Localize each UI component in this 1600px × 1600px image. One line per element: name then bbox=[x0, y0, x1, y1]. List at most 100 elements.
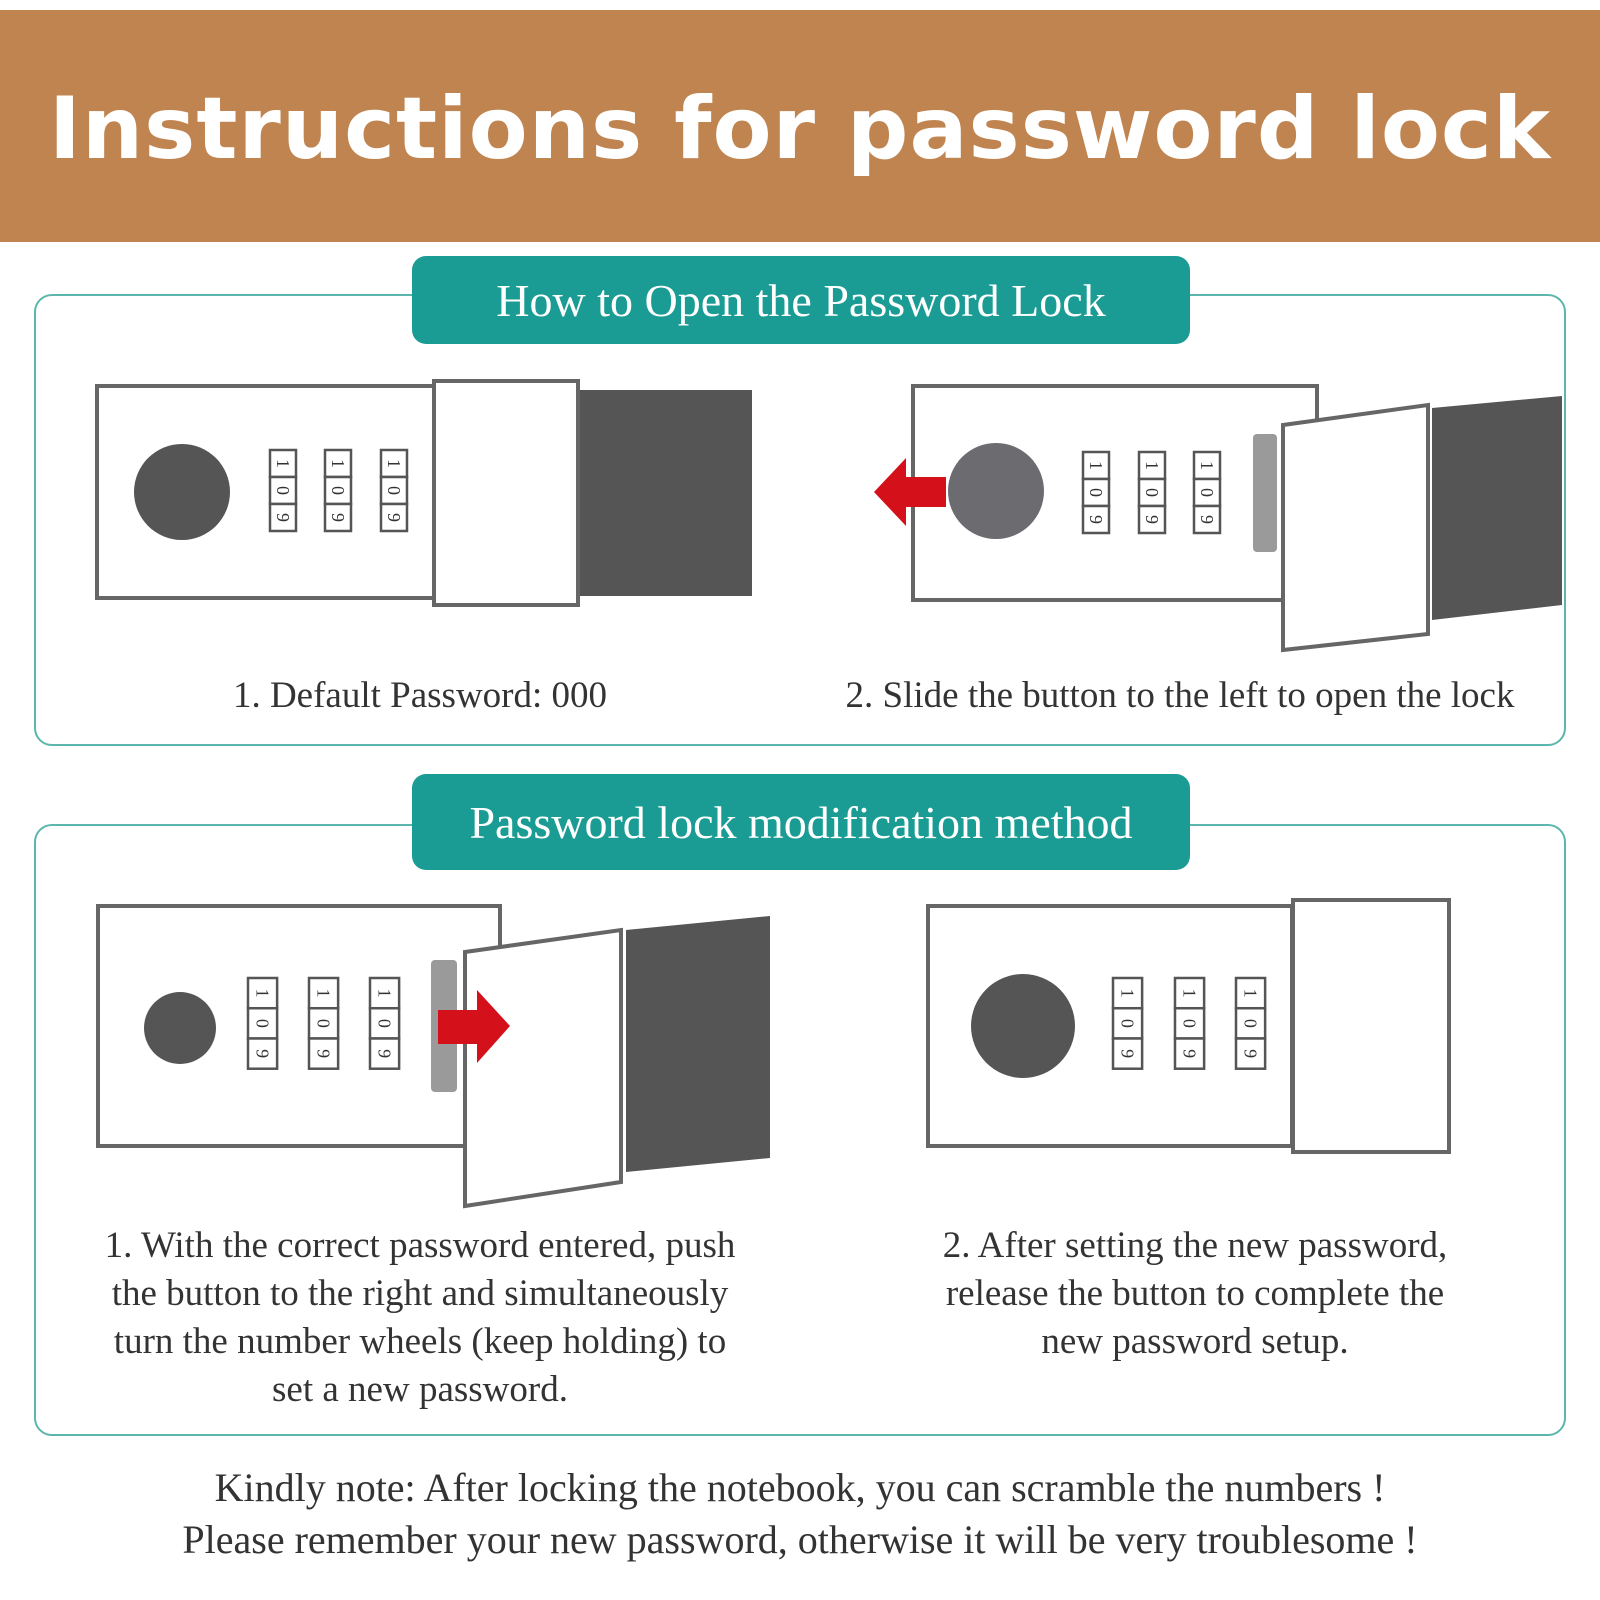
wheel-cell bbox=[368, 1006, 401, 1040]
wheel-digit: 1 bbox=[375, 989, 395, 998]
wheel-digit: 1 bbox=[1086, 461, 1106, 470]
wheel-digit: 1 bbox=[384, 459, 404, 468]
number-wheel: 1 0 9 bbox=[1137, 450, 1167, 535]
modify-step-2-caption: 2. After setting the new password, relea… bbox=[880, 1222, 1510, 1366]
wheel-digit: 1 bbox=[1118, 989, 1138, 998]
number-wheel: 1 0 9 bbox=[379, 448, 409, 533]
wheel-digit: 9 bbox=[1142, 515, 1162, 524]
slider-bar bbox=[1253, 434, 1277, 552]
lock-button bbox=[948, 443, 1044, 539]
wheel-digit: 0 bbox=[1241, 1019, 1261, 1028]
wheel-digit: 0 bbox=[1197, 488, 1217, 497]
wheel-digit: 1 bbox=[253, 989, 273, 998]
wheel-digit: 9 bbox=[1180, 1049, 1200, 1058]
modify-lock-header: Password lock modification method bbox=[412, 774, 1190, 870]
wheel-digit: 0 bbox=[1180, 1019, 1200, 1028]
number-wheel: 1 0 9 bbox=[246, 976, 279, 1070]
wheel-cell bbox=[1111, 1037, 1144, 1070]
caption-line: 1. With the correct password entered, pu… bbox=[104, 1225, 736, 1266]
title-banner: Instructions for password lock bbox=[0, 10, 1600, 242]
wheel-digit: 1 bbox=[1142, 461, 1162, 470]
wheel-digit: 0 bbox=[253, 1019, 273, 1028]
kindly-note: Kindly note: After locking the notebook,… bbox=[60, 1462, 1540, 1566]
dial-group: 1 0 9 1 0 9 1 0 9 bbox=[246, 976, 401, 1070]
strap bbox=[1432, 396, 1562, 620]
wheel-digit: 0 bbox=[273, 486, 293, 495]
wheel-digit: 0 bbox=[1142, 488, 1162, 497]
number-wheel: 1 0 9 bbox=[1111, 976, 1144, 1070]
wheel-digit: 9 bbox=[1118, 1049, 1138, 1058]
lock-flap bbox=[463, 927, 623, 1209]
wheel-cell bbox=[268, 475, 298, 506]
caption-line: turn the number wheels (keep holding) to bbox=[113, 1321, 727, 1362]
wheel-cell bbox=[1137, 504, 1167, 535]
wheel-cell bbox=[1111, 976, 1144, 1010]
wheel-cell bbox=[379, 502, 409, 533]
wheel-digit: 9 bbox=[328, 513, 348, 522]
wheel-cell bbox=[1192, 504, 1222, 535]
wheel-digit: 9 bbox=[1086, 515, 1106, 524]
number-wheel: 1 0 9 bbox=[323, 448, 353, 533]
caption-line: 2. After setting the new password, bbox=[942, 1225, 1448, 1266]
wheel-digit: 0 bbox=[1118, 1019, 1138, 1028]
wheel-digit: 9 bbox=[253, 1049, 273, 1058]
wheel-digit: 9 bbox=[1197, 515, 1217, 524]
open-lock-header: How to Open the Password Lock bbox=[412, 256, 1190, 344]
wheel-digit: 1 bbox=[314, 989, 334, 998]
wheel-cell bbox=[268, 502, 298, 533]
number-wheel: 109 bbox=[1081, 450, 1111, 535]
note-line: Kindly note: After locking the notebook,… bbox=[214, 1465, 1386, 1510]
wheel-cell bbox=[1137, 450, 1167, 481]
lock-button bbox=[971, 974, 1075, 1078]
wheel-cell bbox=[246, 1037, 279, 1070]
wheel-digit: 9 bbox=[273, 513, 293, 522]
lock-button bbox=[134, 444, 230, 540]
wheel-digit: 9 bbox=[384, 513, 404, 522]
wheel-cell bbox=[1192, 450, 1222, 481]
wheel-cell bbox=[368, 1037, 401, 1070]
step-2-caption: 2. Slide the button to the left to open … bbox=[845, 675, 1515, 716]
lock-button bbox=[144, 992, 216, 1064]
strap bbox=[626, 916, 770, 1172]
wheel-digit: 1 bbox=[328, 459, 348, 468]
caption-line: new password setup. bbox=[1041, 1321, 1349, 1362]
wheel-cell bbox=[323, 502, 353, 533]
wheel-cell bbox=[268, 448, 298, 479]
wheel-digit: 0 bbox=[384, 486, 404, 495]
lock-flap bbox=[432, 379, 580, 607]
wheel-digit: 1 bbox=[1197, 461, 1217, 470]
wheel-digit: 1 bbox=[1180, 989, 1200, 998]
wheel-digit: 0 bbox=[375, 1019, 395, 1028]
wheel-cell bbox=[1234, 1037, 1267, 1070]
wheel-cell bbox=[246, 976, 279, 1010]
wheel-digit: 9 bbox=[314, 1049, 334, 1058]
dial-group: 1 0 9 1 0 9 1 0 9 bbox=[268, 448, 409, 533]
lock-flap bbox=[1291, 898, 1451, 1154]
modify-step-1-caption: 1. With the correct password entered, pu… bbox=[70, 1222, 770, 1414]
page-title: Instructions for password lock bbox=[48, 79, 1552, 179]
wheel-cell bbox=[379, 475, 409, 506]
wheel-digit: 9 bbox=[375, 1049, 395, 1058]
step-1-caption: 1. Default Password: 000 bbox=[232, 675, 608, 716]
caption-line: release the button to complete the bbox=[945, 1273, 1445, 1314]
number-wheel: 1 0 9 bbox=[1173, 976, 1206, 1070]
wheel-digit: 0 bbox=[328, 486, 348, 495]
number-wheel: 1 0 9 bbox=[268, 448, 298, 533]
number-wheel: 1 0 9 bbox=[368, 976, 401, 1070]
wheel-cell bbox=[1081, 504, 1111, 535]
wheel-digit: 0 bbox=[314, 1019, 334, 1028]
wheel-digit: 1 bbox=[1241, 989, 1261, 998]
wheel-digit: 1 bbox=[273, 459, 293, 468]
right-arrow-icon bbox=[438, 990, 510, 1063]
wheel-cell bbox=[307, 1037, 340, 1070]
number-wheel: 1 0 9 bbox=[307, 976, 340, 1070]
number-wheel: 1 0 9 bbox=[1192, 450, 1222, 535]
note-line: Please remember your new password, other… bbox=[182, 1517, 1418, 1562]
caption-line: set a new password. bbox=[272, 1369, 568, 1410]
